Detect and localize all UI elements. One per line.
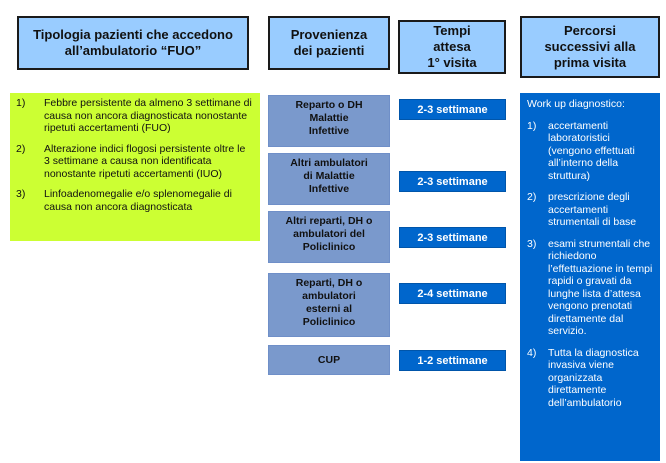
workup-item-text: prescrizione degli accertamenti strument… xyxy=(548,191,637,228)
source-line: CUP xyxy=(317,353,341,366)
source-line: Reparti, DH o xyxy=(295,277,363,289)
workup-item-text: esami strumentali che richiedono l’effet… xyxy=(548,237,653,338)
wait-time-badge: 2-3 settimane xyxy=(399,227,506,248)
header-tipologia-line-2: all’ambulatorio “FUO” xyxy=(64,43,202,58)
source-line: Malattie xyxy=(309,112,349,124)
workup-item: 1) accertamenti laboratoristici (vengono… xyxy=(527,120,654,183)
patient-typology-panel: 1) Febbre persistente da almeno 3 settim… xyxy=(10,93,260,241)
patient-item: 1) Febbre persistente da almeno 3 settim… xyxy=(16,97,252,135)
source-line: di Malattie xyxy=(303,170,355,182)
wait-time-badge: 2-4 settimane xyxy=(399,283,506,304)
workup-item-number: 2) xyxy=(527,191,537,203)
header-provenienza: Provenienza dei pazienti xyxy=(268,16,390,70)
workup-item: 4) Tutta la diagnostica invasiva viene o… xyxy=(527,347,654,410)
workup-item: 3) esami strumentali che richiedono l’ef… xyxy=(527,238,654,338)
source-line: Policlinico xyxy=(302,241,356,253)
header-tempi-attesa: Tempi attesa 1° visita xyxy=(398,20,506,74)
patient-item: 2) Alterazione indici flogosi persistent… xyxy=(16,143,252,181)
source-line: Policlinico xyxy=(302,316,356,328)
header-tempi-line-2: attesa xyxy=(433,39,471,54)
workup-item-number: 3) xyxy=(527,237,537,250)
source-line: Infettive xyxy=(308,183,350,195)
source-line: ambulatori xyxy=(302,290,356,302)
source-box-altri-reparti-policlinico: Altri reparti, DH o ambulatori del Polic… xyxy=(268,211,390,263)
source-box-cup: CUP xyxy=(268,345,390,375)
patient-item-number: 2) xyxy=(16,142,26,155)
patient-item-number: 3) xyxy=(16,188,26,200)
header-tempi-line-1: Tempi xyxy=(433,23,471,38)
patient-item-text: Linfoadenomegalie e/o splenomegalie di c… xyxy=(44,188,232,213)
header-percorsi-line-1: Percorsi xyxy=(563,23,617,38)
workup-item-number: 1) xyxy=(527,119,537,132)
workup-item-number: 4) xyxy=(527,346,537,359)
header-tipologia: Tipologia pazienti che accedono all’ambu… xyxy=(17,16,249,70)
header-tipologia-line-1: Tipologia pazienti che accedono xyxy=(33,27,233,42)
header-percorsi-line-3: prima visita xyxy=(553,55,627,70)
source-box-altri-ambulatori: Altri ambulatori di Malattie Infettive xyxy=(268,153,390,205)
source-line: Reparto o DH xyxy=(295,99,363,111)
source-line: Altri ambulatori xyxy=(290,157,368,169)
patient-item-number: 1) xyxy=(16,97,26,109)
wait-time-badge: 2-3 settimane xyxy=(399,99,506,120)
workup-item-text: Tutta la diagnostica invasiva viene orga… xyxy=(548,346,639,409)
patient-item-text: Febbre persistente da almeno 3 settimane… xyxy=(44,97,252,134)
source-line: esterni al xyxy=(305,303,353,315)
source-line: ambulatori del xyxy=(293,228,365,240)
source-box-reparto-dh-malattie-infettive: Reparto o DH Malattie Infettive xyxy=(268,95,390,147)
patient-item: 3) Linfoadenomegalie e/o splenomegalie d… xyxy=(16,188,252,213)
wait-time-badge: 2-3 settimane xyxy=(399,171,506,192)
header-provenienza-line-1: Provenienza xyxy=(290,27,368,42)
header-percorsi-line-2: successivi alla xyxy=(544,39,636,54)
header-provenienza-line-2: dei pazienti xyxy=(293,43,365,58)
workup-panel: Work up diagnostico: 1) accertamenti lab… xyxy=(520,93,660,461)
header-tempi-line-3: 1° visita xyxy=(427,55,477,70)
workup-item-text: accertamenti laboratoristici (vengono ef… xyxy=(548,119,635,182)
source-box-esterni-policlinico: Reparti, DH o ambulatori esterni al Poli… xyxy=(268,273,390,337)
header-percorsi: Percorsi successivi alla prima visita xyxy=(520,16,660,78)
workup-item: 2) prescrizione degli accertamenti strum… xyxy=(527,191,654,229)
workup-title: Work up diagnostico: xyxy=(527,98,625,110)
patient-item-text: Alterazione indici flogosi persistente o… xyxy=(44,142,246,180)
wait-time-badge: 1-2 settimane xyxy=(399,350,506,371)
source-line: Altri reparti, DH o xyxy=(285,215,373,227)
source-line: Infettive xyxy=(308,125,350,137)
